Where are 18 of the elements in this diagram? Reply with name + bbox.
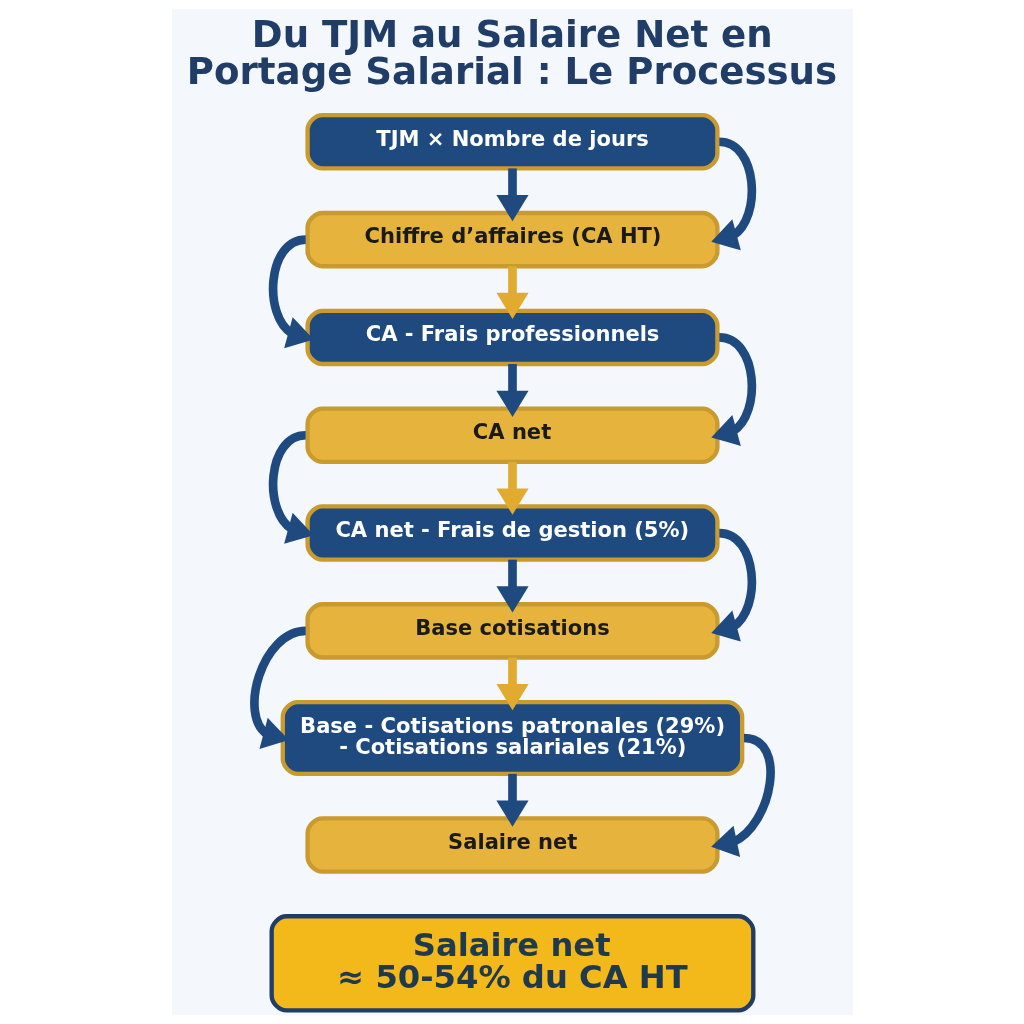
- node-box: Base cotisations: [304, 602, 720, 660]
- node-box: Salaire net ≈ 50-54% du CA HT: [269, 914, 755, 1013]
- arrow: [495, 364, 529, 417]
- node-box: Base - Cotisations patronales (29%) - Cotisations salariales (21%): [280, 699, 744, 777]
- arrow: [249, 626, 306, 749]
- node-box: Salaire net: [304, 816, 720, 874]
- node-box: CA - Frais professionnels: [304, 308, 720, 367]
- node-box: Chiffre d’affaires (CA HT): [304, 210, 720, 269]
- arrow: [495, 559, 529, 613]
- node-box: TJM × Nombre de jours: [304, 113, 720, 171]
- node-box: CA net: [304, 406, 720, 464]
- arrow: [495, 657, 529, 711]
- diagram-title: Du TJM au Salaire Net en Portage Salarial : Le Processus: [186, 13, 837, 94]
- arrow: [495, 168, 529, 222]
- node-box: CA net - Frais de gestion (5%): [304, 504, 720, 562]
- arrow: [495, 266, 529, 320]
- arrow: [495, 461, 529, 515]
- arrow: [495, 773, 529, 827]
